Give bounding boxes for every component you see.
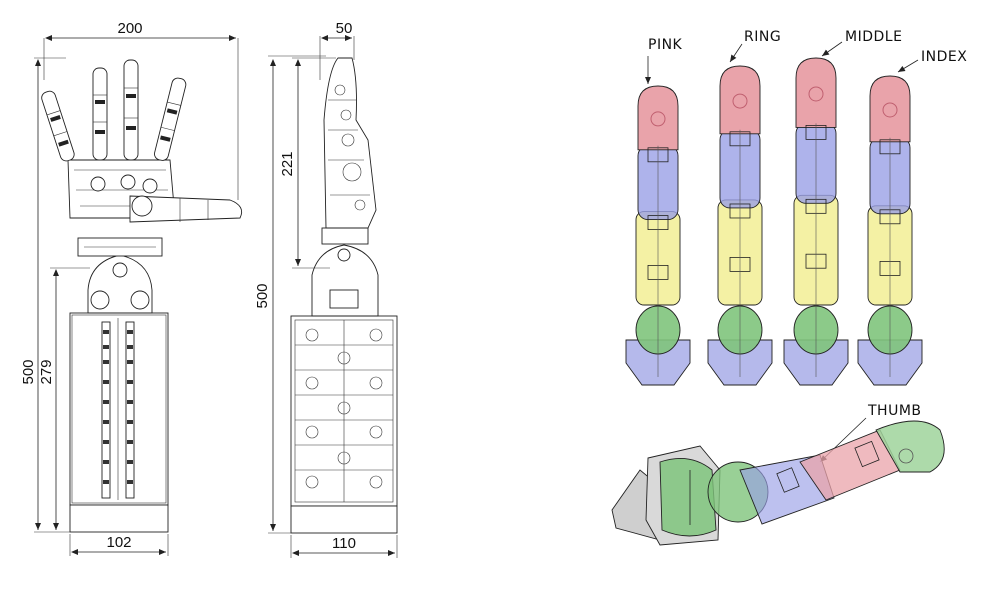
- label-middle: MIDDLE: [845, 29, 902, 45]
- finger-modules: [625, 57, 923, 386]
- finger-index-tip-marker: [882, 102, 898, 118]
- side-hand: [323, 57, 377, 229]
- thumb-module: [611, 420, 945, 546]
- finger-pink-tip: [637, 85, 679, 151]
- side-view: 50 221 500 110: [254, 20, 398, 558]
- dim-side-base: 110: [332, 535, 356, 552]
- side-forearm-base: [290, 505, 398, 534]
- finger-labels: PINK RING MIDDLE INDEX THUMB: [645, 29, 967, 463]
- finger-ring-tip: [719, 65, 761, 135]
- finger-index: [857, 75, 923, 386]
- finger-index-tip: [869, 75, 911, 143]
- dim-front-width: 200: [117, 20, 142, 37]
- label-thumb: THUMB: [867, 403, 922, 419]
- finger-ring: [707, 65, 773, 386]
- finger-pink-tip-marker: [650, 111, 666, 127]
- finger-middle-tip-marker: [808, 86, 824, 102]
- label-index: INDEX: [921, 49, 967, 65]
- label-ring: RING: [744, 29, 781, 45]
- forearm-base: [69, 504, 169, 533]
- front-view: 200 500 279 102: [20, 20, 243, 556]
- dim-side-height: 500: [254, 283, 271, 308]
- dim-front-height: 500: [20, 359, 37, 384]
- thumb-base-segment: [659, 457, 717, 537]
- dim-side-thickness: 50: [336, 20, 353, 37]
- dim-side-hand: 221: [279, 151, 296, 176]
- finger-pink: [625, 85, 691, 386]
- finger-middle-tip: [795, 57, 837, 128]
- finger-ring-tip-marker: [732, 93, 748, 109]
- forearm-body: [69, 312, 169, 506]
- thumb-tip: [875, 420, 945, 473]
- label-pink: PINK: [648, 37, 683, 53]
- dim-forearm-height: 279: [38, 359, 55, 384]
- front-fingers: [41, 59, 243, 223]
- finger-middle: [783, 57, 849, 386]
- dim-front-base: 102: [106, 534, 131, 551]
